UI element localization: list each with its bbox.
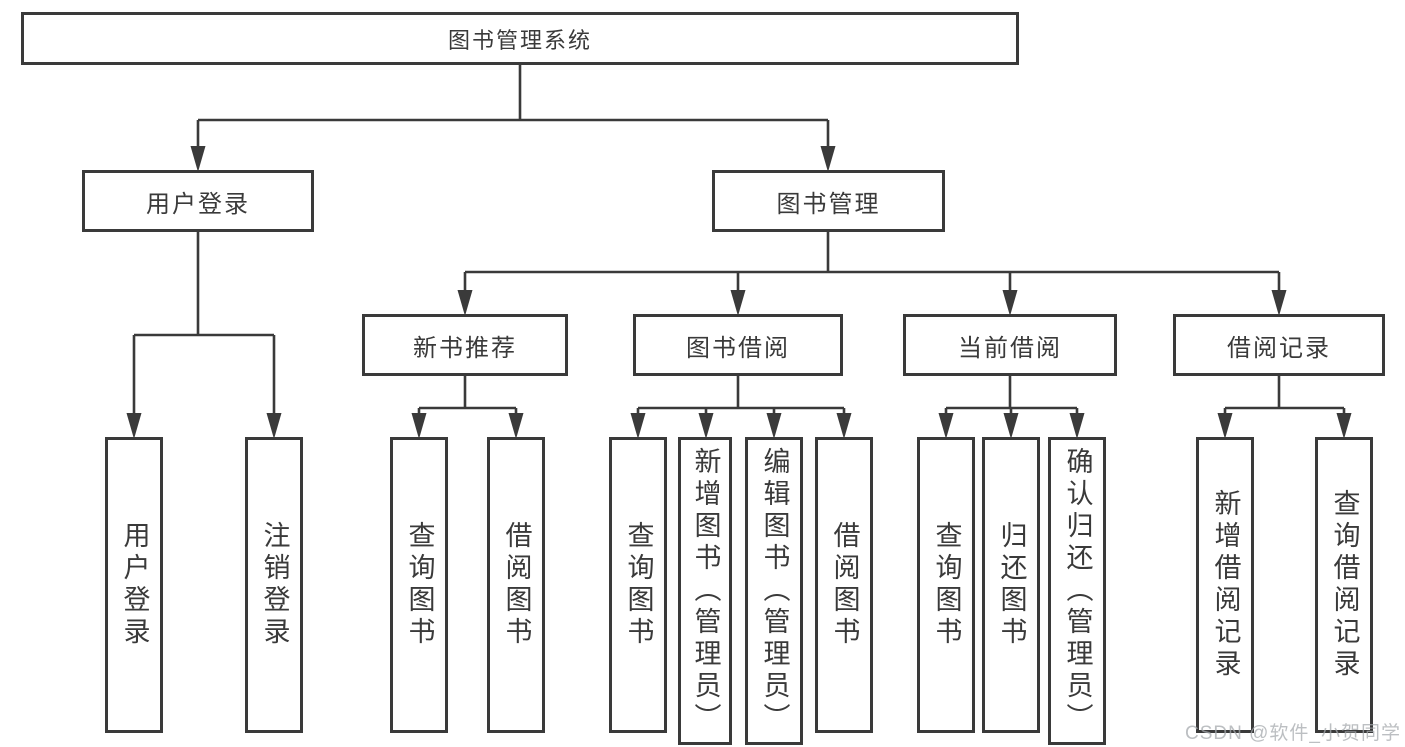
leaf-edit-books-admin-label: 编辑图书（管理员） [759,447,790,735]
node-root-library-system: 图书管理系统 [21,12,1019,65]
leaf-return-books-label: 归还图书 [996,521,1027,649]
node-borrow-records: 借阅记录 [1173,314,1385,376]
leaf-borrow-books-2: 借阅图书 [815,437,873,733]
leaf-logout: 注销登录 [245,437,303,733]
node-book-management: 图书管理 [712,170,945,232]
arrowheads [126,146,1352,439]
leaf-add-books-admin-label: 新增图书（管理员） [690,447,721,735]
leaf-user-login: 用户登录 [105,437,163,733]
leaf-add-borrow-record: 新增借阅记录 [1196,437,1254,733]
leaf-query-books-1: 查询图书 [390,437,448,733]
leaf-query-books-2-label: 查询图书 [623,521,654,649]
leaf-query-books-3-label: 查询图书 [931,521,962,649]
leaf-borrow-books-1-label: 借阅图书 [501,521,532,649]
connector-segments [132,65,1346,418]
leaf-return-books: 归还图书 [982,437,1040,733]
leaf-add-borrow-record-label: 新增借阅记录 [1210,489,1241,681]
leaf-query-books-3: 查询图书 [917,437,975,733]
leaf-logout-label: 注销登录 [259,521,290,649]
leaf-query-books-2: 查询图书 [609,437,667,733]
node-new-book-recommend: 新书推荐 [362,314,568,376]
leaf-query-borrow-record: 查询借阅记录 [1315,437,1373,733]
leaf-confirm-return-admin: 确认归还（管理员） [1048,437,1106,745]
leaf-borrow-books-2-label: 借阅图书 [829,521,860,649]
watermark: CSDN @软件_小贺同学 [1185,723,1401,744]
leaf-confirm-return-admin-label: 确认归还（管理员） [1062,447,1093,735]
leaf-query-books-1-label: 查询图书 [404,521,435,649]
leaf-query-borrow-record-label: 查询借阅记录 [1329,489,1360,681]
node-book-borrow: 图书借阅 [633,314,843,376]
leaf-user-login-label: 用户登录 [119,521,150,649]
leaf-edit-books-admin: 编辑图书（管理员） [745,437,803,745]
leaf-add-books-admin: 新增图书（管理员） [678,437,732,745]
leaf-borrow-books-1: 借阅图书 [487,437,545,733]
node-current-borrow: 当前借阅 [903,314,1117,376]
node-user-login: 用户登录 [82,170,314,232]
